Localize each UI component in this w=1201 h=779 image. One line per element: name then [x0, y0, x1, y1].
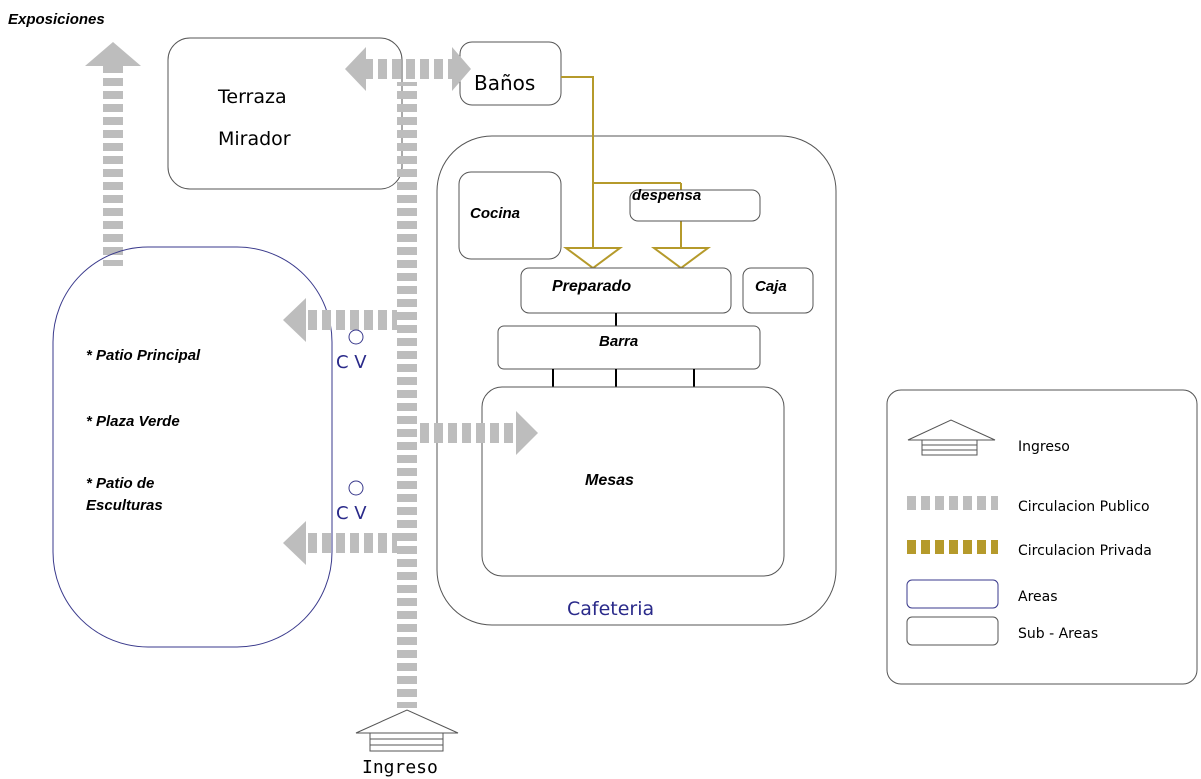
- mesas-label: Mesas: [585, 472, 634, 489]
- ingreso-label: Ingreso: [362, 757, 438, 778]
- cocina-subarea: Cocina: [458, 171, 562, 260]
- despensa-label: despensa: [632, 187, 701, 204]
- banos-label: Baños: [474, 71, 535, 95]
- cafeteria-area: Cafeteria: [436, 135, 837, 626]
- despensa-subarea: despensa: [629, 187, 761, 222]
- terraza-mirador-area: Terraza Mirador: [167, 37, 403, 190]
- barra-mesas-connectors: [552, 369, 695, 387]
- private-circulation: [561, 76, 712, 270]
- legend: Ingreso Circulacion Publico Circulacion …: [886, 389, 1198, 685]
- cv-top-label: C V: [336, 352, 367, 373]
- cv-bottom-label: C V: [336, 503, 367, 524]
- patio-esculturas-label-1: * Patio de: [86, 475, 154, 492]
- terraza-label: Terraza: [217, 86, 287, 108]
- legend-public-swatch: [907, 496, 998, 510]
- barra-subarea: Barra: [497, 325, 761, 370]
- patio-esculturas-label-2: Esculturas: [86, 497, 163, 514]
- patio-arrow-top: [283, 298, 397, 342]
- ingreso-symbol: [355, 709, 459, 752]
- legend-public-label: Circulacion Publico: [1018, 499, 1150, 515]
- preparado-label: Preparado: [552, 278, 631, 295]
- cafeteria-arrow: [420, 411, 538, 455]
- legend-areas-label: Areas: [1018, 589, 1058, 605]
- exposiciones-arrow: [85, 42, 141, 266]
- main-public-circulation: [397, 82, 417, 708]
- patio-principal-label: * Patio Principal: [86, 347, 201, 364]
- legend-ingreso-icon: [907, 419, 996, 456]
- patio-arrow-bottom: [283, 521, 397, 565]
- legend-subareas-swatch: [906, 616, 999, 646]
- legend-areas-swatch: [906, 579, 999, 609]
- preparado-subarea: Preparado: [520, 267, 732, 314]
- legend-ingreso-label: Ingreso: [1018, 439, 1070, 455]
- legend-private-swatch: [907, 540, 998, 554]
- cv-marker-bottom: C V: [336, 480, 367, 524]
- plaza-verde-label: * Plaza Verde: [86, 413, 180, 430]
- mesas-subarea: Mesas: [481, 386, 785, 577]
- mirador-label: Mirador: [218, 128, 291, 150]
- barra-label: Barra: [599, 333, 638, 350]
- patio-area: * Patio Principal * Plaza Verde * Patio …: [52, 246, 333, 648]
- exposiciones-label: Exposiciones: [8, 11, 105, 28]
- cafeteria-label: Cafeteria: [567, 598, 654, 620]
- cocina-label: Cocina: [470, 205, 520, 222]
- legend-private-label: Circulacion Privada: [1018, 543, 1152, 559]
- legend-subareas-label: Sub - Areas: [1018, 626, 1098, 642]
- terraza-banos-arrow: [345, 47, 471, 91]
- caja-label: Caja: [755, 278, 787, 295]
- banos-area: Baños: [459, 41, 562, 106]
- caja-subarea: Caja: [742, 267, 814, 314]
- cv-marker-top: C V: [336, 329, 367, 373]
